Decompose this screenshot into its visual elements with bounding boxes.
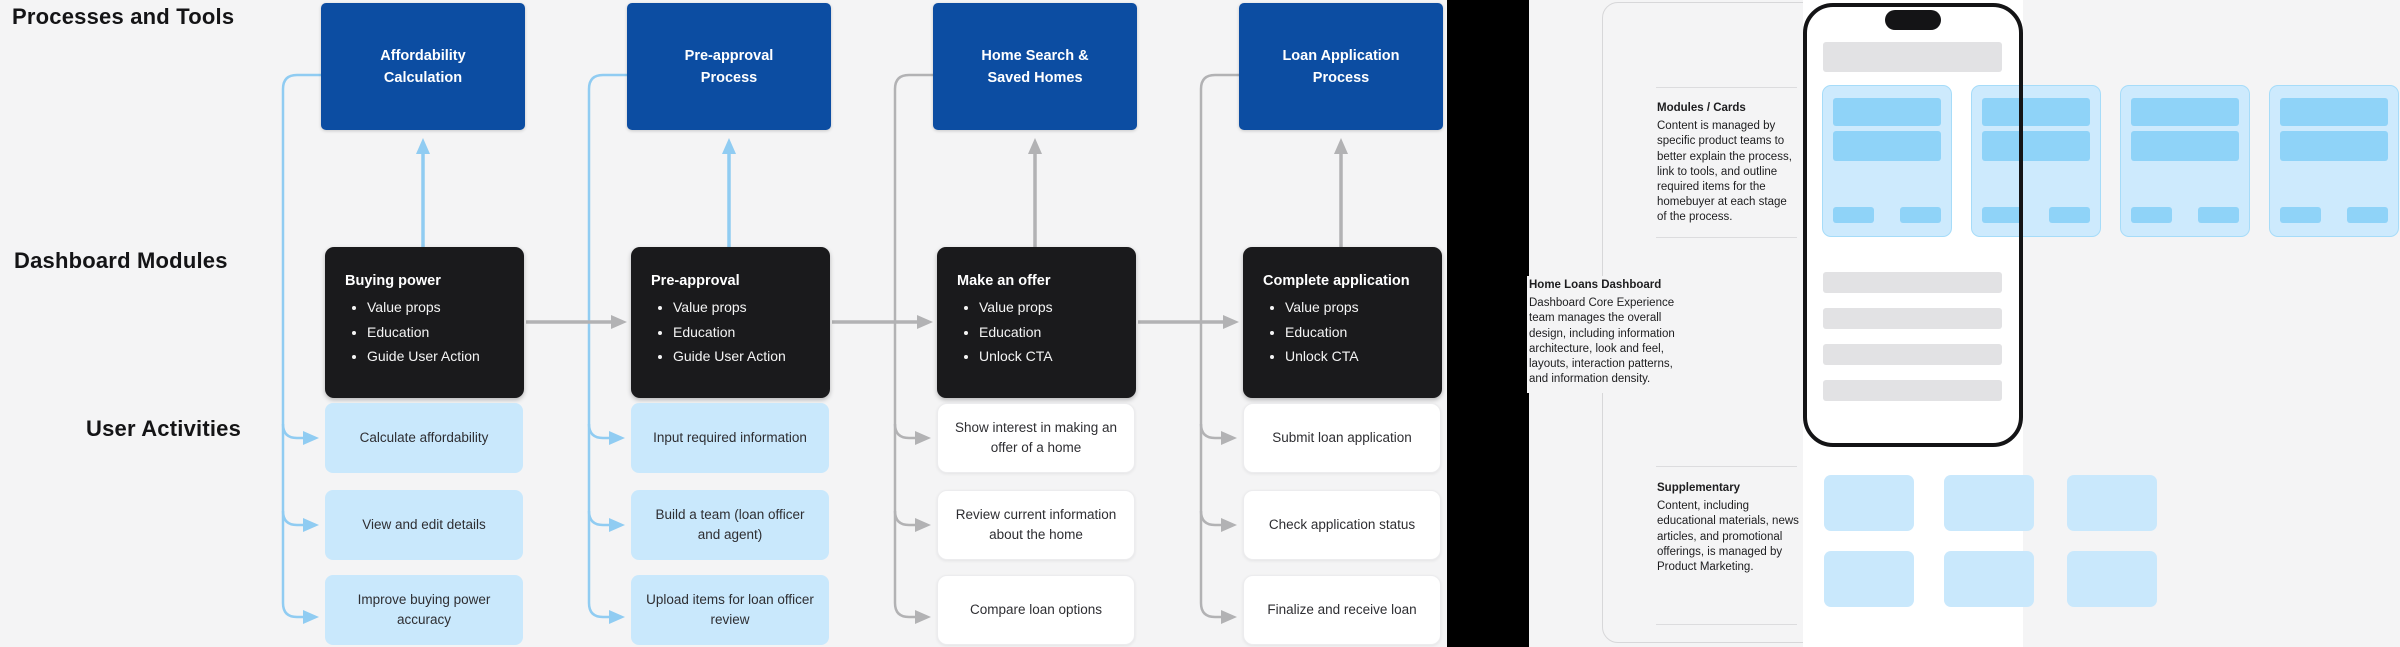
note-modules-cards: Modules / Cards Content is managed by sp… — [1657, 101, 1799, 226]
note-title: Supplementary — [1657, 482, 1741, 494]
module-bullet: Education — [673, 320, 816, 345]
note-title: Modules / Cards — [1657, 102, 1746, 114]
card-button — [2049, 207, 2090, 223]
supplementary-block — [1944, 475, 2034, 531]
divider — [1656, 237, 1797, 238]
process-label-line1: Affordability — [380, 47, 466, 64]
module-bullet: Guide User Action — [673, 344, 816, 369]
supplementary-block — [1824, 475, 1914, 531]
card-bar — [2131, 131, 2239, 161]
card-bar — [2131, 98, 2239, 126]
supplementary-block — [2067, 475, 2157, 531]
note-body: Content is managed by specific product t… — [1657, 120, 1792, 224]
card-button — [2198, 207, 2239, 223]
divider — [1656, 624, 1797, 625]
card-button — [2347, 207, 2388, 223]
card-button — [1833, 207, 1874, 223]
activity-box: Input required information — [631, 403, 829, 473]
activity-box: Check application status — [1243, 490, 1441, 560]
activity-box: Review current information about the hom… — [937, 490, 1135, 560]
module-bullet: Value props — [979, 295, 1122, 320]
activity-box: Finalize and receive loan — [1243, 575, 1441, 645]
module-box-buying-power: Buying power Value props Education Guide… — [325, 247, 524, 398]
activity-box: Calculate affordability — [325, 403, 523, 473]
supplementary-block — [1944, 551, 2034, 607]
activity-box: Compare loan options — [937, 575, 1135, 645]
module-box-make-offer: Make an offer Value props Education Unlo… — [937, 247, 1136, 398]
process-label-line1: Home Search & — [981, 47, 1089, 64]
note-supplementary: Supplementary Content, including educati… — [1657, 481, 1799, 575]
phone-text-placeholder — [1823, 272, 2002, 293]
card-button — [2280, 207, 2321, 223]
process-label-line1: Loan Application — [1282, 47, 1400, 64]
module-bullet: Guide User Action — [367, 344, 510, 369]
module-title: Complete application — [1263, 273, 1410, 289]
process-label-line1: Pre-approval — [684, 47, 774, 64]
activity-box: Upload items for loan officer review — [631, 575, 829, 645]
module-bullet: Education — [979, 320, 1122, 345]
supplementary-block — [2067, 551, 2157, 607]
row-label-activities: User Activities — [86, 416, 242, 441]
module-bullet: Value props — [673, 295, 816, 320]
process-box-loan-application: Loan Application Process — [1239, 3, 1443, 130]
note-home-loans-dashboard: Home Loans Dashboard Dashboard Core Expe… — [1527, 276, 1681, 394]
module-title: Buying power — [345, 273, 441, 289]
module-bullet: Education — [1285, 320, 1428, 345]
module-title: Make an offer — [957, 273, 1051, 289]
card-bar — [1833, 98, 1941, 126]
phone-text-placeholder — [1823, 344, 2002, 365]
divider — [1656, 466, 1797, 467]
phone-text-placeholder — [1823, 380, 2002, 401]
card-bar — [2280, 98, 2388, 126]
process-label-line2: Process — [1312, 69, 1370, 86]
card-bar — [1833, 131, 1941, 161]
process-label-line2: Saved Homes — [987, 69, 1083, 86]
divider — [1656, 87, 1797, 88]
module-card — [2269, 85, 2399, 237]
activity-box: Submit loan application — [1243, 403, 1441, 473]
row-label-modules: Dashboard Modules — [14, 248, 228, 273]
black-divider-bar — [1447, 0, 1529, 647]
module-card — [1822, 85, 1952, 237]
module-box-complete-application: Complete application Value props Educati… — [1243, 247, 1442, 398]
process-box-home-search: Home Search & Saved Homes — [933, 3, 1137, 130]
supplementary-block — [1824, 551, 1914, 607]
activity-box: Show interest in making an offer of a ho… — [937, 403, 1135, 473]
module-bullet: Unlock CTA — [1285, 344, 1428, 369]
activity-box: Build a team (loan officer and agent) — [631, 490, 829, 560]
module-bullet: Education — [367, 320, 510, 345]
process-label-line2: Process — [700, 69, 758, 86]
phone-text-placeholder — [1823, 308, 2002, 329]
process-label-line2: Calculation — [383, 69, 463, 86]
card-button — [1900, 207, 1941, 223]
note-body: Content, including educational materials… — [1657, 500, 1799, 574]
card-bar — [1982, 131, 2090, 161]
card-bar — [1982, 98, 2090, 126]
card-bar — [2280, 131, 2388, 161]
module-bullet: Value props — [1285, 295, 1428, 320]
note-body: Dashboard Core Experience team manages t… — [1529, 297, 1675, 386]
activity-box: Improve buying power accuracy — [325, 575, 523, 645]
module-box-pre-approval: Pre-approval Value props Education Guide… — [631, 247, 830, 398]
note-title: Home Loans Dashboard — [1529, 279, 1662, 291]
card-button — [1982, 207, 2023, 223]
phone-notch — [1885, 10, 1941, 30]
phone-header-placeholder — [1823, 42, 2002, 72]
process-box-pre-approval: Pre-approval Process — [627, 3, 831, 130]
module-bullet: Unlock CTA — [979, 344, 1122, 369]
row-label-processes: Processes and Tools — [12, 4, 235, 29]
card-button — [2131, 207, 2172, 223]
module-card — [1971, 85, 2101, 237]
module-title: Pre-approval — [651, 273, 740, 289]
module-bullet: Value props — [367, 295, 510, 320]
module-card — [2120, 85, 2250, 237]
process-box-affordability: Affordability Calculation — [321, 3, 525, 130]
activity-box: View and edit details — [325, 490, 523, 560]
